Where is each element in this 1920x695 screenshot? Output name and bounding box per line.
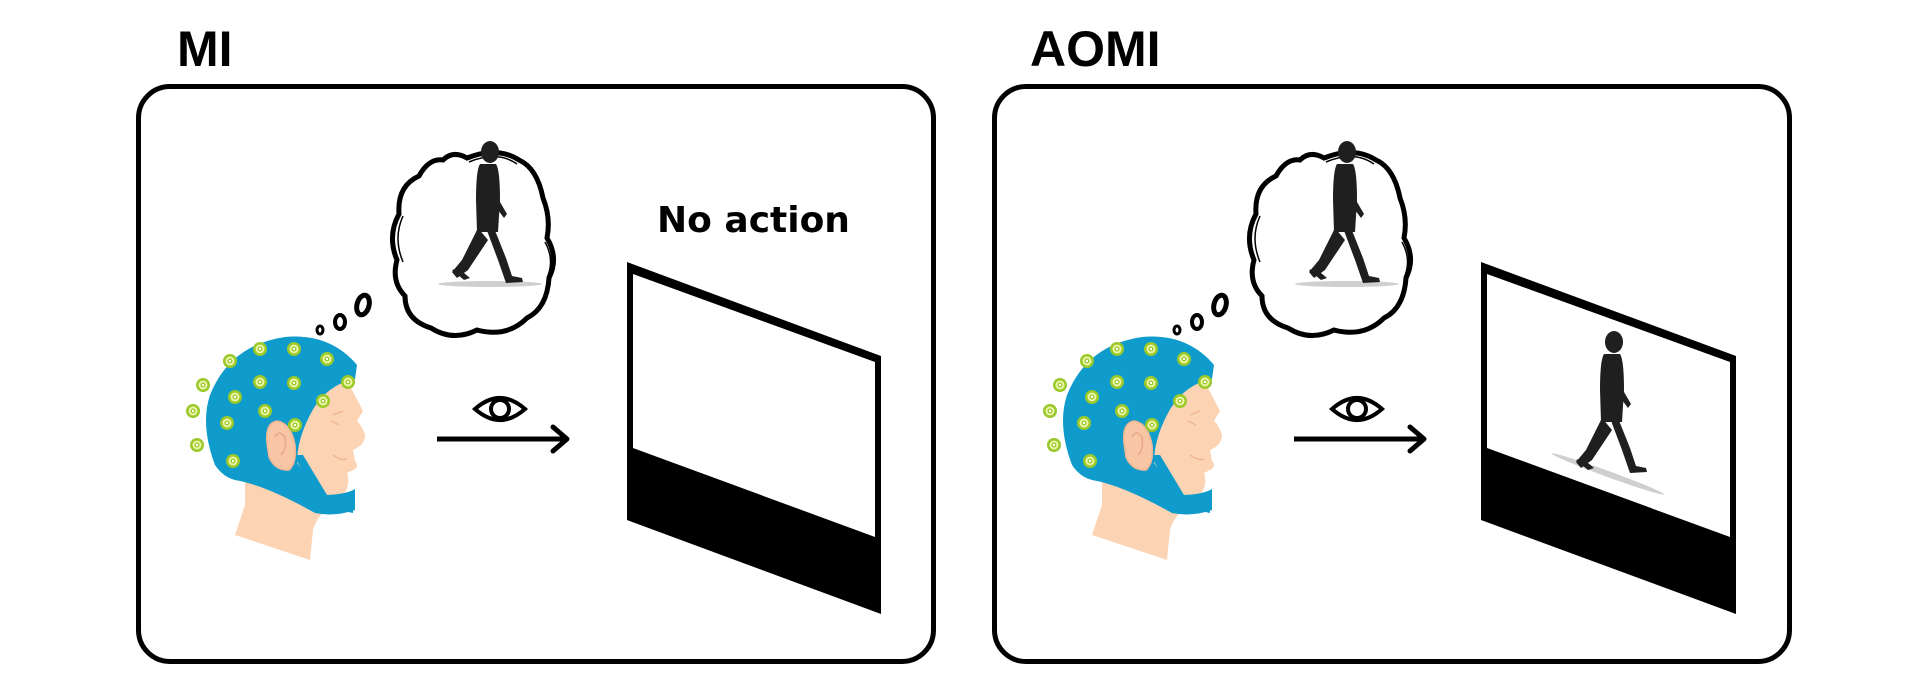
eeg-cap-head-aomi: [1042, 335, 1223, 561]
screen-aomi: [1481, 262, 1736, 614]
eye-icon-aomi: [1294, 398, 1424, 451]
eeg-cap-head-mi: [185, 335, 366, 561]
walking-person-silhouette-thought-aomi: [1295, 141, 1399, 287]
walking-person-silhouette-screen-aomi: [1551, 331, 1665, 495]
screen-label-no-action: No action: [657, 200, 850, 241]
thought-dots-aomi: [1172, 292, 1229, 336]
thought-dots-mi: [315, 292, 372, 336]
eye-icon-mi: [437, 398, 567, 451]
walking-person-silhouette-thought-mi: [438, 141, 542, 287]
panel-title-mi: MI: [177, 21, 233, 77]
panel-title-aomi: AOMI: [1030, 21, 1161, 77]
screen-mi: [627, 262, 881, 614]
